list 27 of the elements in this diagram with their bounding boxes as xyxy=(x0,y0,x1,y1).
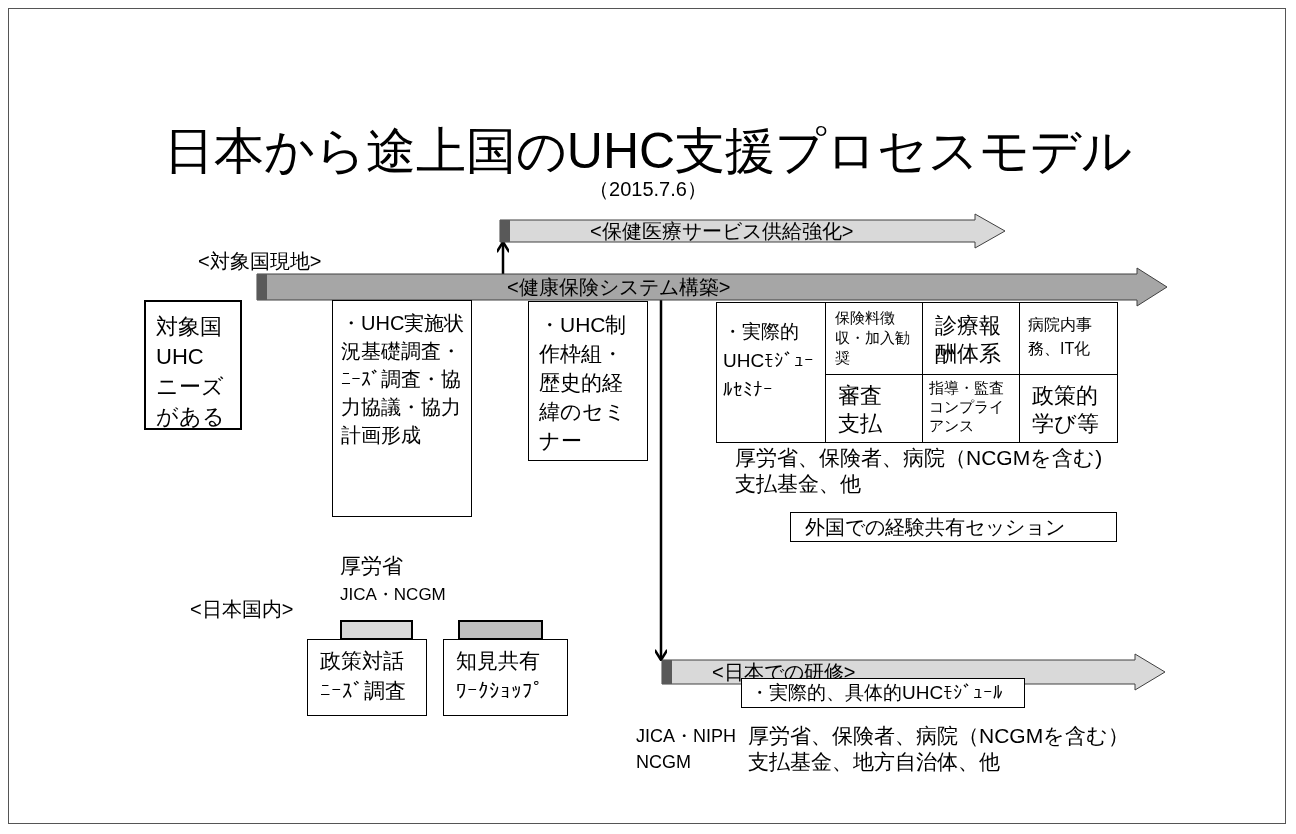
date-text: （2015.7.6） xyxy=(589,178,707,200)
organization-text: JICA・NCGM xyxy=(340,585,446,604)
organization-text: 厚労省 xyxy=(340,554,403,577)
section-label: <日本国内> xyxy=(190,598,294,620)
tab-bar xyxy=(340,620,413,640)
phase-label: <保健医療サービス供給強化> xyxy=(590,219,854,244)
organization-text: 支払基金、地方自治体、他 xyxy=(748,750,1000,773)
seminar-box: ・UHC制作枠組・歴史的経緯のセミナー xyxy=(528,301,648,461)
table-cell: ・実際的UHCﾓｼﾞｭｰﾙｾﾐﾅｰ xyxy=(716,302,826,443)
organization-text: 厚労省、保険者、病院（NCGMを含む） xyxy=(748,724,1130,747)
activity-box: 政策対話ﾆｰｽﾞ調査 xyxy=(307,639,427,716)
module-box: ・実際的、具体的UHCﾓｼﾞｭｰﾙ xyxy=(741,678,1025,708)
organization-text: 支払基金、他 xyxy=(735,472,861,495)
organization-text: JICA・NIPH xyxy=(636,726,736,746)
session-box: 外国での経験共有セッション xyxy=(790,512,1117,542)
organization-text: NCGM xyxy=(636,752,691,772)
section-label: <対象国現地> xyxy=(198,250,322,272)
activity-box: ・UHC実施状況基礎調査・ﾆｰｽﾞ調査・協力協議・協力計画形成 xyxy=(332,300,472,517)
phase-label: <健康保険システム構築> xyxy=(507,275,731,300)
table-cell: 政策的学び等 xyxy=(1019,374,1118,443)
organization-text: 厚労省、保険者、病院（NCGMを含む) xyxy=(735,446,1103,469)
table-cell: 病院内事務、IT化 xyxy=(1019,302,1118,375)
need-box: 対象国UHCニーズがある xyxy=(144,300,242,430)
activity-box: 知見共有ﾜｰｸｼｮｯﾌﾟ xyxy=(443,639,568,716)
slide-title: 日本から途上国のUHC支援プロセスモデル xyxy=(163,123,1133,179)
tab-bar xyxy=(458,620,543,640)
arrow xyxy=(653,300,669,662)
